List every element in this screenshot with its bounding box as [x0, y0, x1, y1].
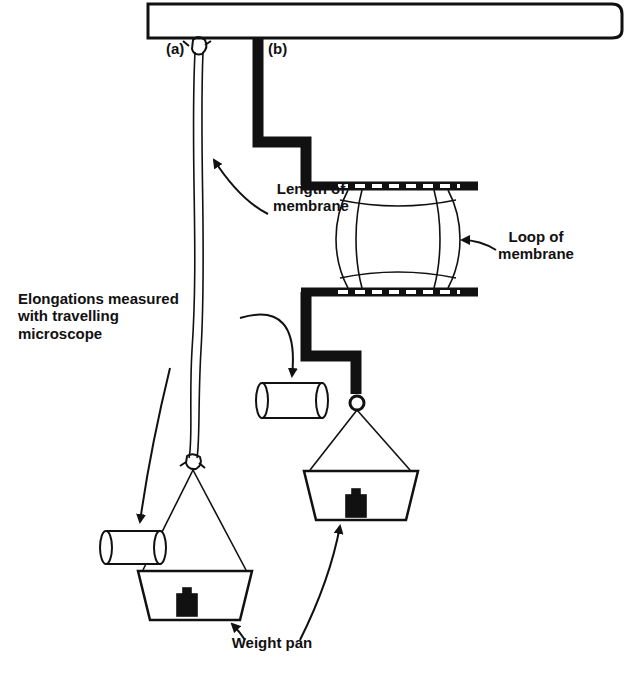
part-label: Loop of membrane — [494, 228, 578, 263]
travelling-microscope — [100, 531, 166, 564]
membrane-loop — [336, 190, 460, 288]
part-label: Length of membrane — [266, 180, 356, 215]
panel-letter: (a) — [166, 40, 192, 57]
weight-pan — [138, 470, 252, 620]
part-label: Elongations measured with travelling mic… — [18, 290, 186, 342]
weight-pan — [304, 410, 418, 520]
travelling-microscope — [256, 383, 328, 418]
loop-frame — [258, 38, 478, 410]
membrane-strip — [180, 37, 211, 469]
leader-arrow — [140, 160, 496, 640]
panel-letter: (b) — [268, 40, 294, 57]
part-label: Weight pan — [222, 634, 322, 651]
support-bar — [148, 4, 622, 38]
